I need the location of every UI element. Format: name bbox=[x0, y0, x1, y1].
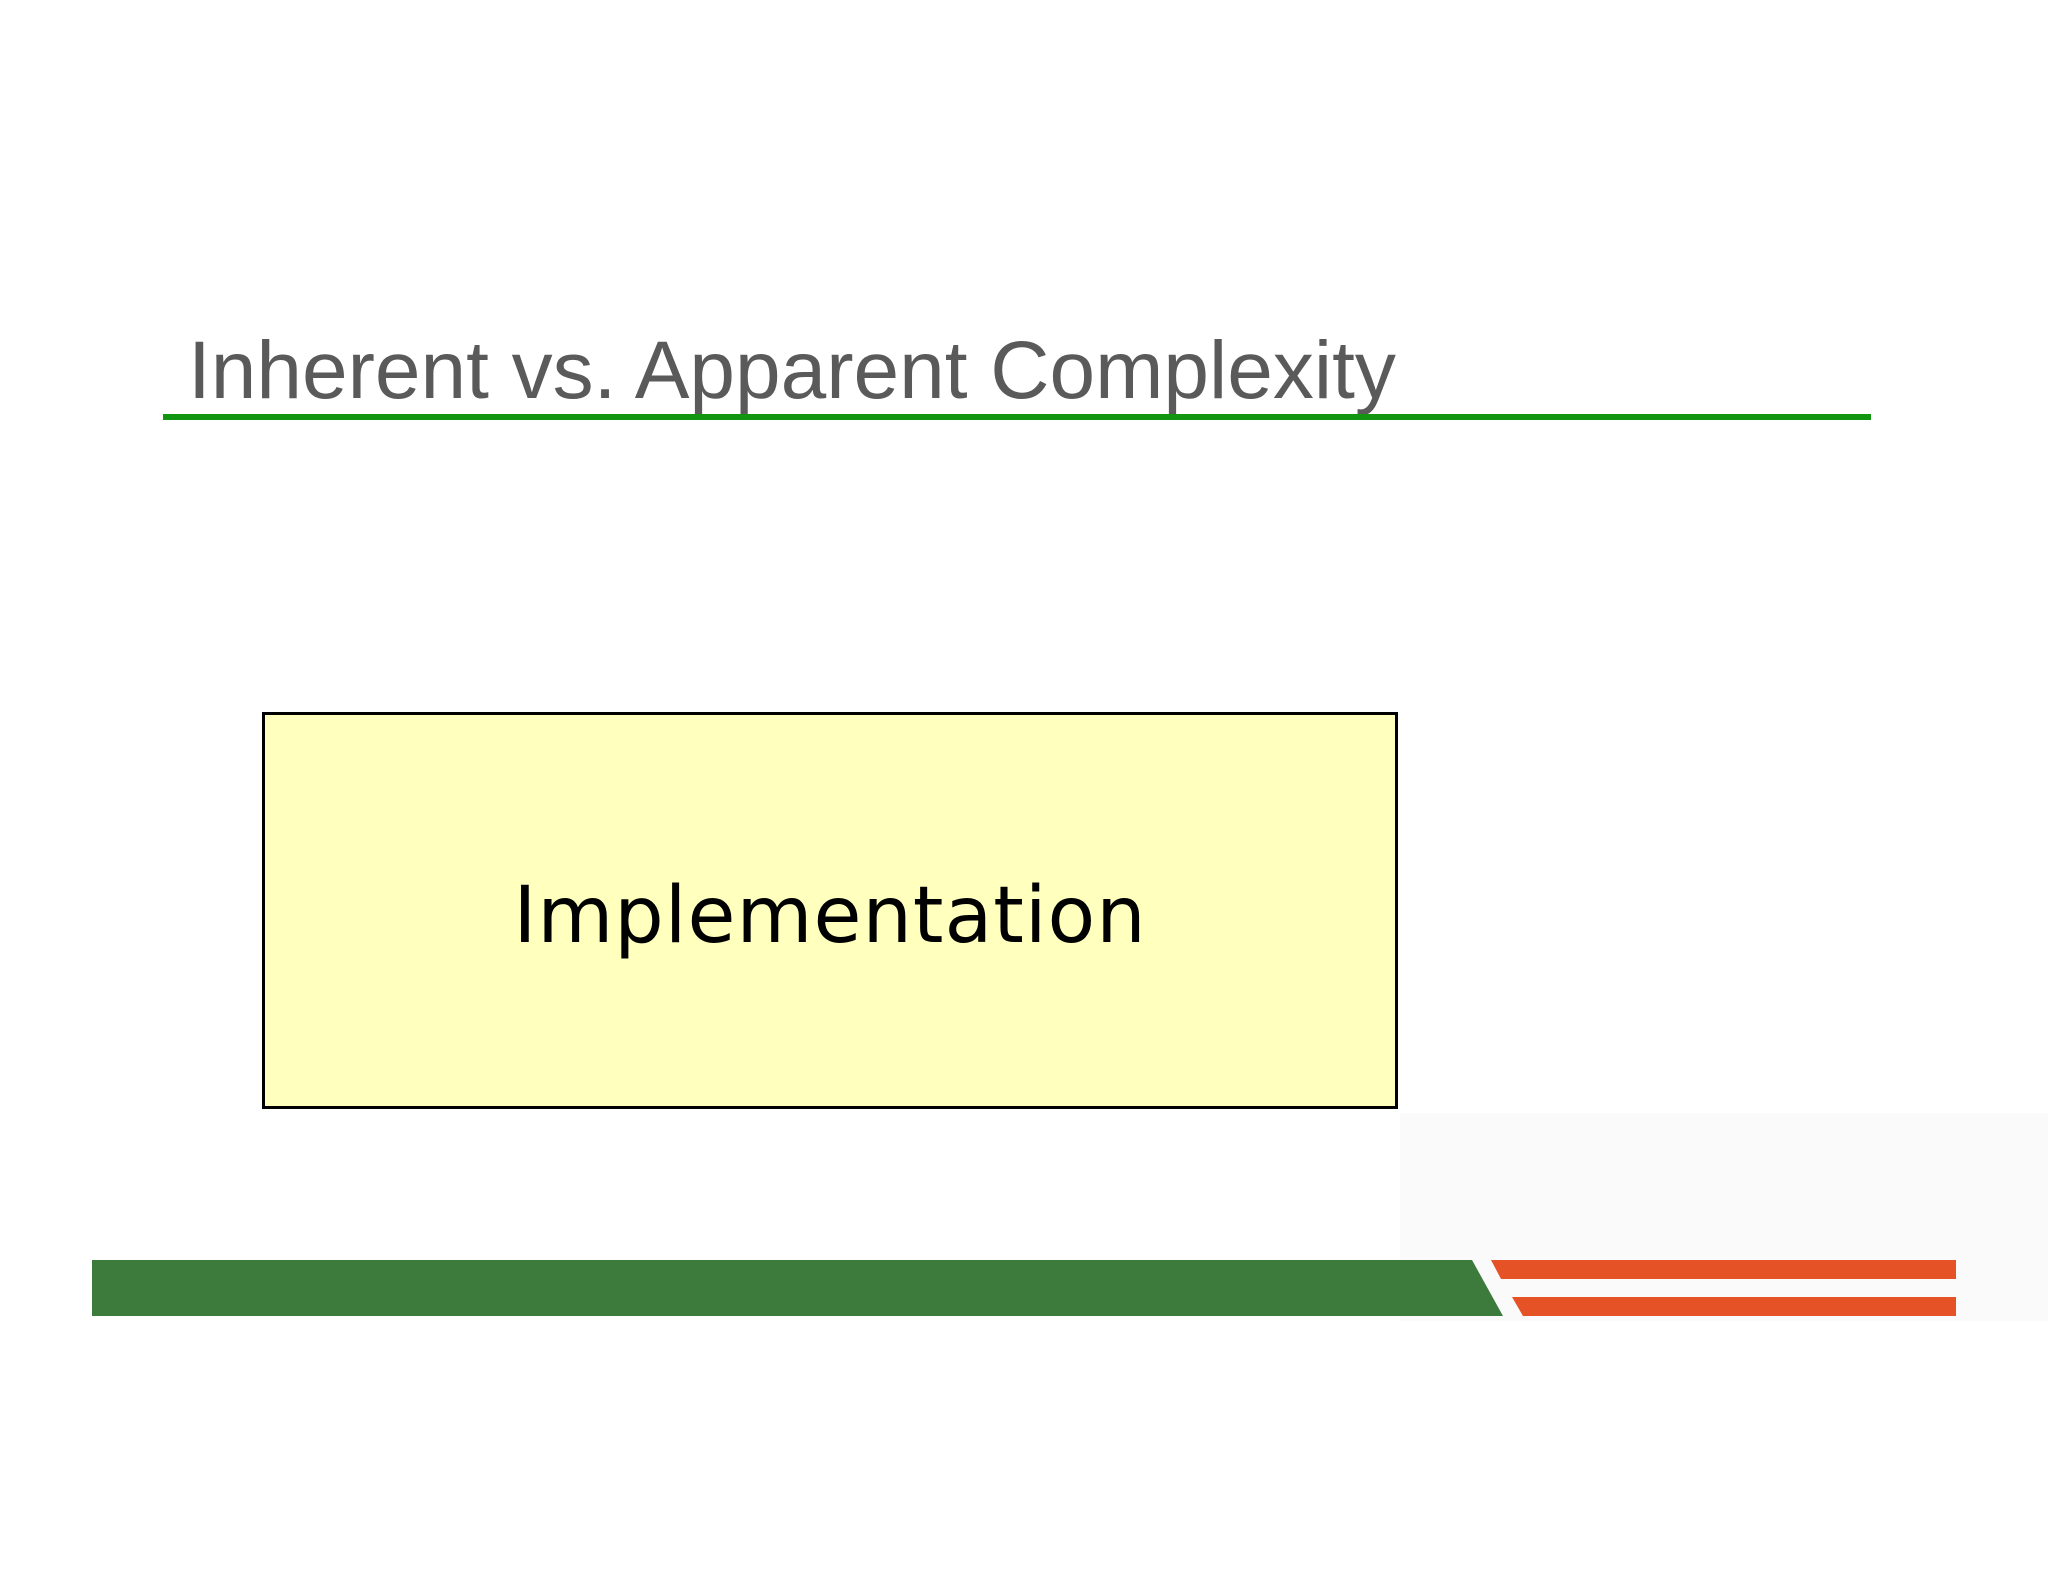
slide-title: Inherent vs. Apparent Complexity bbox=[188, 325, 1396, 416]
title-underline-rule bbox=[163, 414, 1871, 420]
footer-orange-stripe-top bbox=[1491, 1260, 1956, 1279]
implementation-box: Implementation bbox=[262, 712, 1398, 1109]
footer-orange-stripe-bottom bbox=[1512, 1297, 1956, 1316]
footer-decoration bbox=[92, 1260, 1956, 1316]
background-corner-shade bbox=[1400, 1113, 2048, 1321]
footer-green-bar bbox=[92, 1260, 1503, 1316]
implementation-box-label: Implementation bbox=[513, 870, 1147, 961]
